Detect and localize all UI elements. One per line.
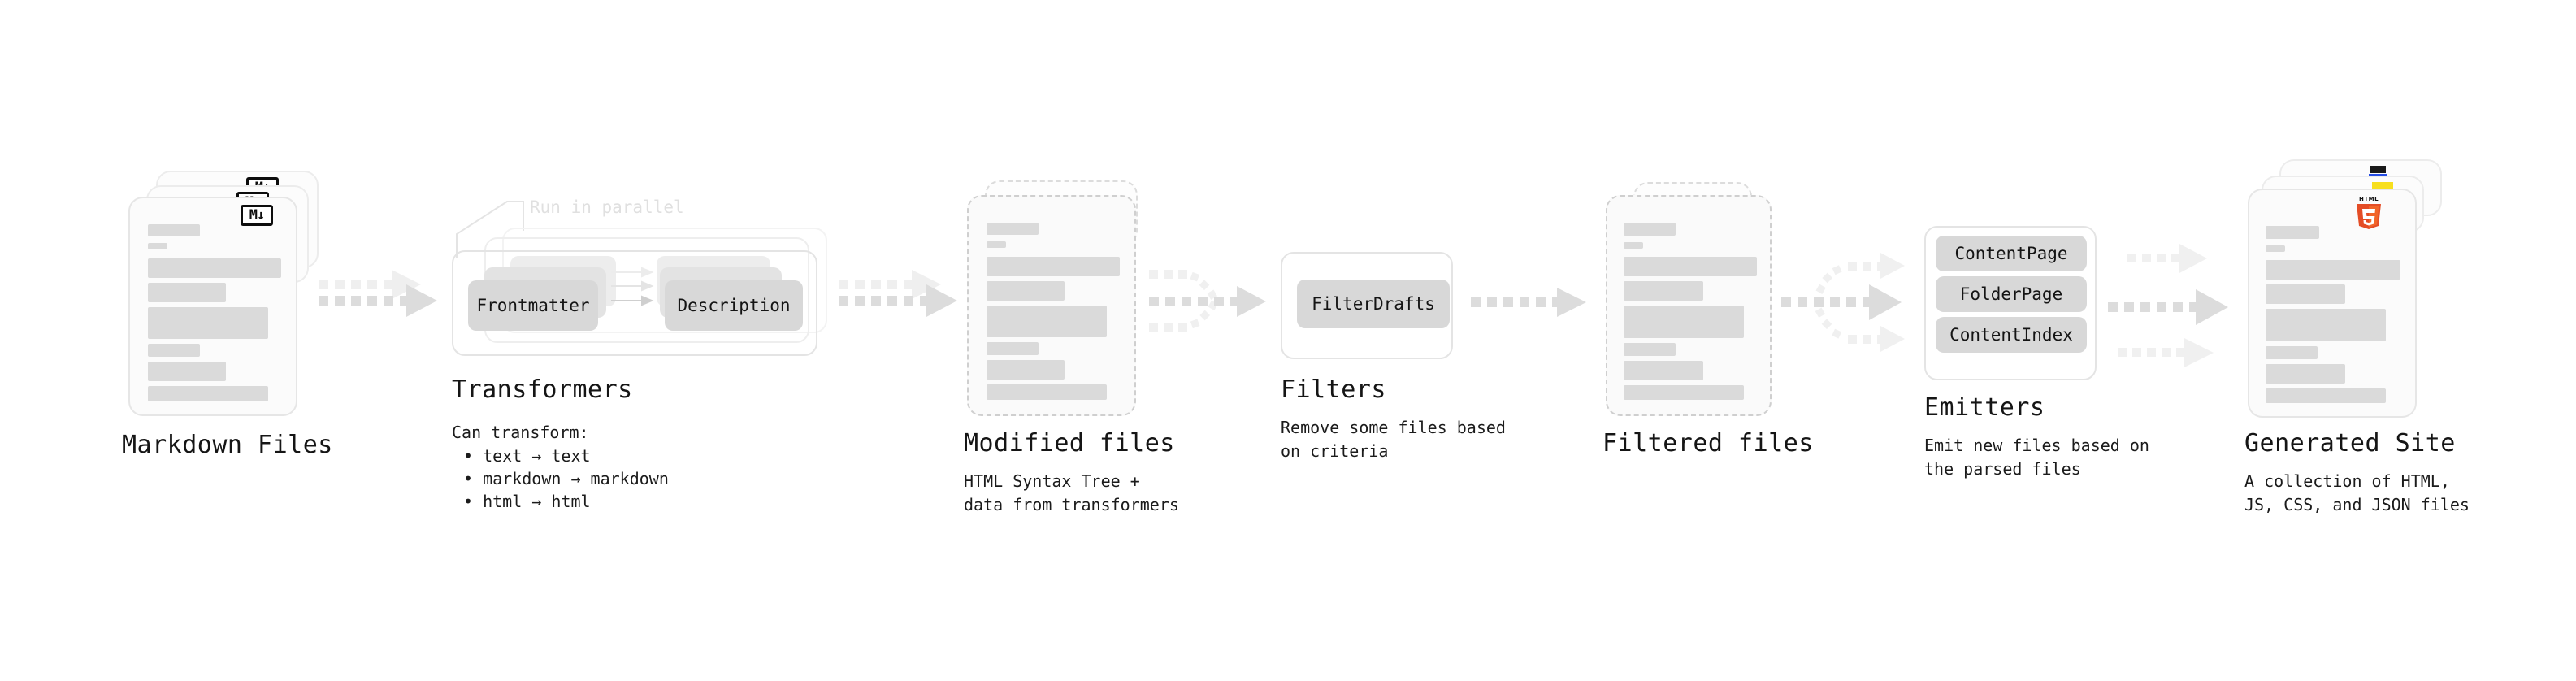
arrow-filters-to-filtered (1471, 288, 1586, 317)
stage-title-transformers: Transformers (452, 375, 633, 404)
emitter-folderpage-label: FolderPage (1959, 284, 2063, 304)
filtered-file-card-front (1606, 195, 1772, 416)
stage-title-filters: Filters (1281, 375, 1386, 404)
arrow-transformers-to-modified (839, 270, 957, 317)
html5-icon: HTML (2357, 196, 2381, 229)
doc-bar (987, 257, 1120, 276)
doc-bar (987, 223, 1039, 235)
run-in-parallel-bracket (456, 201, 524, 258)
transformers-bullet-2: • html → html (463, 492, 591, 511)
doc-bar (2266, 388, 2386, 403)
arrow-modified-to-filters (1149, 270, 1266, 332)
doc-bar (2266, 260, 2400, 280)
modified-files-subtitle: HTML Syntax Tree + data from transformer… (964, 471, 1179, 514)
doc-bar (987, 281, 1065, 301)
doc-bar (987, 384, 1107, 400)
doc-bar (1624, 361, 1703, 380)
emitter-pill-folderpage[interactable]: FolderPage (1936, 276, 2087, 312)
doc-bar (987, 360, 1065, 380)
doc-bar (1624, 223, 1676, 236)
filter-filterdrafts-label: FilterDrafts (1312, 294, 1435, 314)
transformers-bullet-1: • markdown → markdown (463, 469, 669, 488)
doc-bar (1624, 242, 1643, 249)
doc-bar (987, 241, 1006, 248)
run-in-parallel-label: Run in parallel (530, 197, 684, 217)
arrow-emitters-to-site (2108, 244, 2228, 367)
transformers-group-front (452, 250, 817, 356)
filters-subtitle: Remove some files based on criteria (1281, 418, 1506, 461)
transformers-bullet-0: • text → text (463, 446, 591, 466)
generated-site-subtitle: A collection of HTML, JS, CSS, and JSON … (2244, 471, 2470, 514)
doc-bar (987, 342, 1039, 355)
arrow-filtered-to-emitters (1781, 253, 1905, 352)
modified-file-card-front (967, 195, 1136, 416)
emitter-contentindex-label: ContentIndex (1949, 325, 2073, 345)
transformer-pill-description[interactable]: Description (665, 280, 803, 331)
transformer-description-label: Description (677, 296, 791, 315)
transformer-inner-arrows (611, 267, 654, 306)
transformer-pill-frontmatter[interactable]: Frontmatter (468, 280, 598, 331)
doc-bar (2266, 364, 2345, 384)
doc-bar (987, 306, 1107, 337)
stage-title-emitters: Emitters (1924, 393, 2045, 422)
doc-bar (2266, 309, 2386, 341)
generated-site-card-front (2248, 189, 2417, 418)
doc-bar (1624, 385, 1744, 400)
doc-bar (2266, 284, 2345, 304)
emitter-pill-contentpage[interactable]: ContentPage (1936, 236, 2087, 271)
doc-bar (1624, 281, 1703, 301)
doc-bar (1624, 343, 1676, 356)
doc-bar (2266, 226, 2319, 239)
filters-group-box (1281, 252, 1453, 359)
stage-title-filtered-files: Filtered files (1602, 429, 1814, 458)
filter-pill-filterdrafts[interactable]: FilterDrafts (1297, 280, 1450, 328)
doc-bar (1624, 306, 1744, 338)
stage-title-generated-site: Generated Site (2244, 429, 2456, 458)
emitter-pill-contentindex[interactable]: ContentIndex (1936, 317, 2087, 353)
transformers-subtitle: Can transform: (452, 423, 589, 442)
stage-title-modified-files: Modified files (964, 429, 1175, 458)
emitters-group-box (1924, 226, 2097, 380)
doc-bar (1624, 257, 1757, 276)
emitters-subtitle: Emit new files based on the parsed files (1924, 436, 2149, 479)
doc-bar (2266, 346, 2318, 359)
transformer-frontmatter-label: Frontmatter (476, 296, 590, 315)
doc-bar (2266, 245, 2285, 252)
emitter-contentpage-label: ContentPage (1954, 244, 2068, 263)
arrow-markdown-to-transformers (319, 270, 437, 317)
svg-text:HTML: HTML (2359, 196, 2379, 202)
